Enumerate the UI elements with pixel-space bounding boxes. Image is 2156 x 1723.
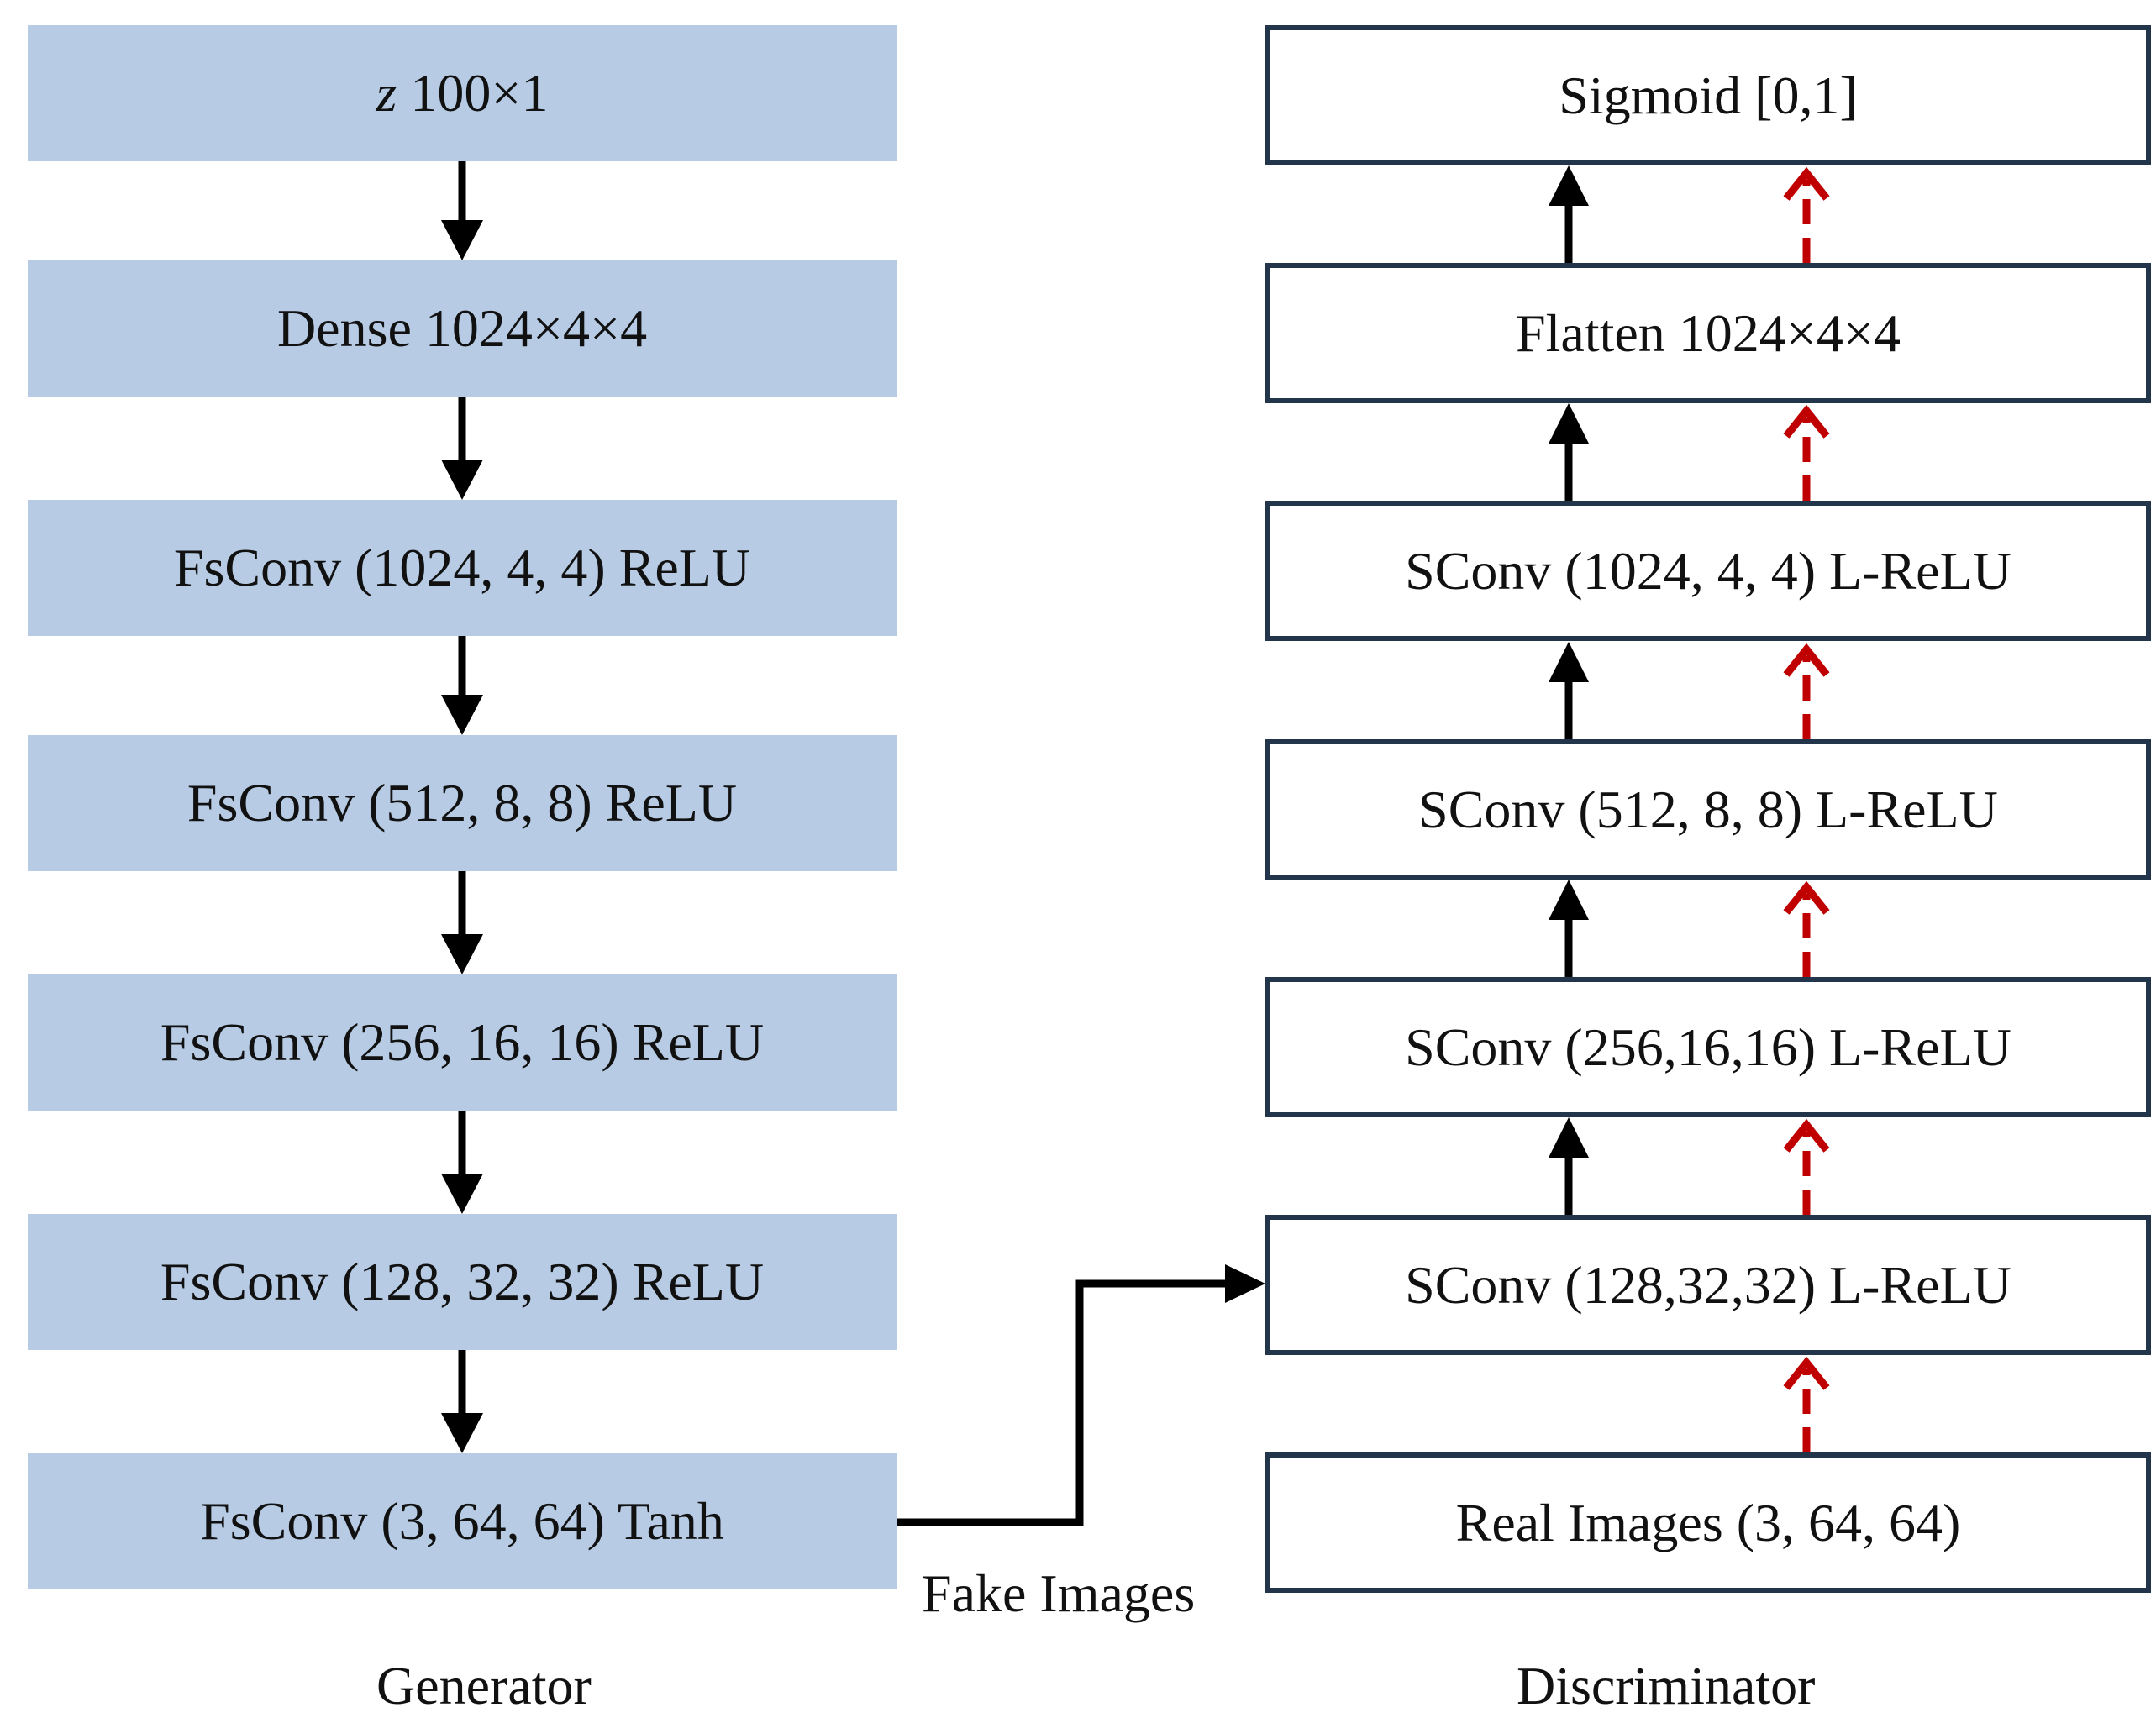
discriminator-layer-flatten: Flatten 1024×4×4 xyxy=(1265,263,2151,403)
arrow-up-icon xyxy=(1549,880,1589,920)
arrow-up-open-icon xyxy=(1783,880,1830,915)
generator-caption: Generator xyxy=(376,1656,592,1715)
discriminator-layer-sigmoid: Sigmoid [0,1] xyxy=(1265,25,2151,165)
arrow-up-open-icon xyxy=(1783,643,1830,677)
arrow-up-open-icon xyxy=(1783,1356,1830,1390)
generator-layer-label: Dense 1024×4×4 xyxy=(276,298,648,358)
generator-layer-output: FsConv (3, 64, 64) Tanh xyxy=(28,1453,897,1589)
generator-layer-label: FsConv (512, 8, 8) ReLU xyxy=(187,773,738,833)
arrow-up-icon xyxy=(1549,165,1589,206)
arrow-down-icon xyxy=(441,1174,483,1214)
arrow-down-icon xyxy=(441,695,483,735)
connector-line xyxy=(897,1279,1227,1526)
generator-layer-dense: Dense 1024×4×4 xyxy=(28,260,897,397)
discriminator-layer-label: SConv (256,16,16) L-ReLU xyxy=(1405,1016,2011,1077)
discriminator-layer-sconv-1024: SConv (1024, 4, 4) L-ReLU xyxy=(1265,501,2151,641)
discriminator-caption: Discriminator xyxy=(1517,1656,1816,1715)
discriminator-layer-sconv-256: SConv (256,16,16) L-ReLU xyxy=(1265,977,2151,1117)
arrow-up-icon xyxy=(1549,642,1589,682)
arrow-up-icon xyxy=(1549,1117,1589,1158)
generator-layer-label: 100×1 xyxy=(410,63,549,123)
generator-layer-input: z 100×1 xyxy=(28,25,897,161)
discriminator-layer-sconv-128: SConv (128,32,32) L-ReLU xyxy=(1265,1215,2151,1355)
discriminator-layer-label: Real Images (3, 64, 64) xyxy=(1455,1492,1961,1552)
arrow-up-icon xyxy=(1549,403,1589,444)
discriminator-layer-sconv-512: SConv (512, 8, 8) L-ReLU xyxy=(1265,739,2151,880)
generator-arrows xyxy=(441,161,483,1453)
generator-layer-label: FsConv (256, 16, 16) ReLU xyxy=(160,1012,765,1072)
generator-layer-label: FsConv (128, 32, 32) ReLU xyxy=(160,1252,765,1311)
arrow-down-icon xyxy=(441,934,483,974)
arrow-up-open-icon xyxy=(1783,1118,1830,1153)
discriminator-layer-label: Sigmoid [0,1] xyxy=(1559,65,1858,125)
arrow-up-open-icon xyxy=(1783,404,1830,439)
discriminator-layer-label: SConv (128,32,32) L-ReLU xyxy=(1405,1254,2011,1315)
generator-layer-fsconv-1024: FsConv (1024, 4, 4) ReLU xyxy=(28,500,897,636)
arrow-down-icon xyxy=(441,460,483,500)
latent-variable: z xyxy=(376,63,397,123)
discriminator-layer-label: Flatten 1024×4×4 xyxy=(1516,302,1901,363)
fake-images-connector xyxy=(897,1264,1265,1526)
discriminator-layer-label: SConv (1024, 4, 4) L-ReLU xyxy=(1405,540,2011,601)
generator-layer-fsconv-128: FsConv (128, 32, 32) ReLU xyxy=(28,1214,897,1350)
generator-layer-fsconv-512: FsConv (512, 8, 8) ReLU xyxy=(28,735,897,871)
arrow-right-icon xyxy=(1225,1264,1265,1303)
generator-layer-fsconv-256: FsConv (256, 16, 16) ReLU xyxy=(28,974,897,1111)
discriminator-fake-flow-arrows xyxy=(1549,165,1589,1215)
generator-layer-label: FsConv (1024, 4, 4) ReLU xyxy=(173,538,751,597)
generator-layer-label: FsConv (3, 64, 64) Tanh xyxy=(200,1491,724,1551)
discriminator-layer-real-images: Real Images (3, 64, 64) xyxy=(1265,1452,2151,1593)
arrow-down-icon xyxy=(441,1413,483,1453)
fake-images-label: Fake Images xyxy=(922,1563,1196,1623)
arrow-up-open-icon xyxy=(1783,166,1830,201)
discriminator-layer-label: SConv (512, 8, 8) L-ReLU xyxy=(1418,779,1998,839)
discriminator-real-flow-arrows xyxy=(1783,166,1830,1452)
arrow-down-icon xyxy=(441,220,483,260)
